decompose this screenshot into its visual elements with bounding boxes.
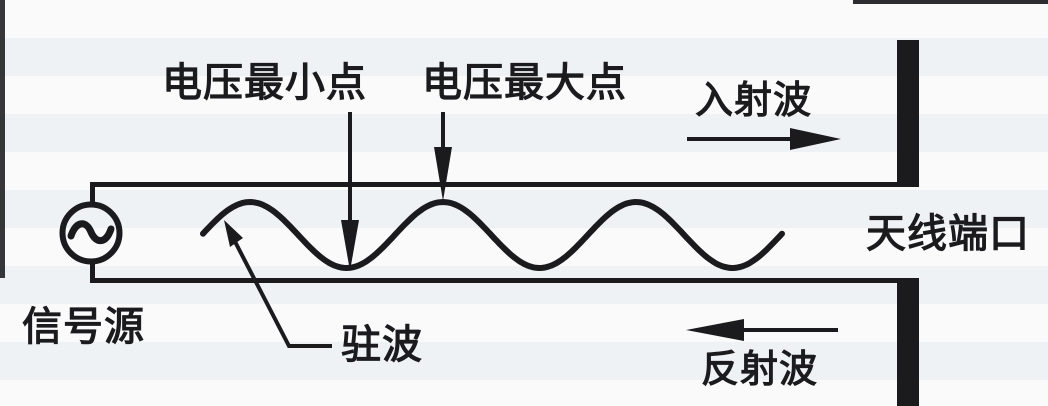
voltage-max-arrowhead-icon (434, 147, 452, 201)
top-edge-artifact (853, 0, 1048, 4)
ac-sine-icon (67, 220, 115, 245)
standing-wave-label: 驻波 (341, 322, 423, 367)
standing-wave-curve (200, 199, 785, 271)
voltage-max-label: 电压最大点 (422, 60, 627, 105)
voltage-min-label: 电压最小点 (162, 60, 367, 105)
incident-wave-label: 入射波 (695, 80, 813, 122)
reflected-wave-label: 反射波 (701, 349, 819, 391)
left-edge-artifact (0, 0, 5, 278)
standing-wave-leader-line (227, 229, 332, 348)
antenna-port-bar-bottom (897, 278, 919, 406)
reflected-wave-arrowhead-icon (686, 319, 744, 341)
antenna-port-bar-top (897, 40, 919, 187)
voltage-min-arrowhead-icon (341, 220, 359, 271)
incident-wave-arrowhead-icon (790, 128, 841, 150)
antenna-port-label: 天线端口 (866, 211, 1030, 256)
signal-source-circle (59, 201, 123, 265)
signal-source-label: 信号源 (22, 304, 145, 349)
standing-wave-arrowhead-icon (224, 220, 243, 247)
